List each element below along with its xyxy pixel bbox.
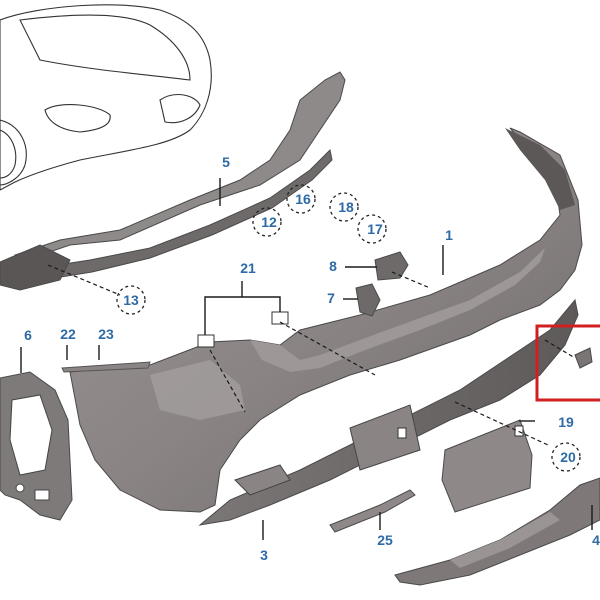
part-6-side-bracket [0,371,73,521]
part-19-license-panel [441,419,533,513]
callout-21: 21 [240,260,256,276]
callout-8: 8 [329,258,337,274]
callout-3: 3 [260,547,268,563]
callout-5: 5 [222,154,230,170]
callout-13: 13 [123,292,139,308]
part-22-23-strips [61,361,151,373]
part-7-clip [355,283,381,317]
callout-17: 17 [367,221,383,237]
part-4-lower-panel [394,477,600,586]
callout-1: 1 [445,227,453,243]
callout-4: 4 [592,532,600,548]
callout-6: 6 [24,327,32,343]
highlighted-part [535,324,600,402]
callout-circles [116,184,581,472]
callout-18: 18 [338,199,354,215]
part-25-trim-strip [329,489,416,533]
part-1-bumper-cover [69,127,583,513]
dashed-lines [47,264,549,446]
callout-labels: 1 5 6 22 23 8 7 21 13 12 16 18 17 19 20 … [24,154,600,563]
callout-25: 25 [377,532,393,548]
callout-7: 7 [327,290,335,306]
part-21-clips [197,311,289,348]
part-3-diffuser [198,298,579,526]
red-highlight-box [535,324,600,402]
callout-19: 19 [558,414,574,430]
callout-16: 16 [295,191,311,207]
callout-23: 23 [98,326,114,342]
part-8-bracket [374,251,409,281]
callout-20: 20 [560,449,576,465]
leader-lines [20,178,593,540]
callout-12: 12 [261,214,277,230]
callout-22: 22 [60,326,76,342]
car-outline [0,4,212,191]
